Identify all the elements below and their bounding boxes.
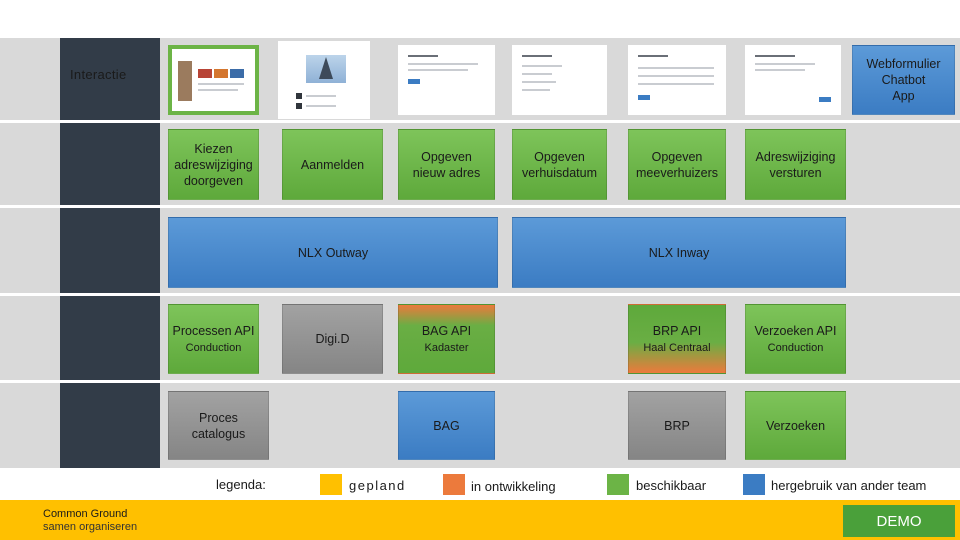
lane-header-interaction xyxy=(60,38,160,120)
thumb-line xyxy=(306,95,336,97)
thumb-line xyxy=(408,69,468,71)
api-provider: Kadaster xyxy=(424,342,469,354)
thumb-line xyxy=(755,63,815,65)
thumb-line xyxy=(198,83,244,85)
thumb-line xyxy=(522,65,562,67)
legend-label-in-development: in ontwikkeling xyxy=(471,479,556,494)
thumb-line xyxy=(638,67,714,69)
thumb-tile-red xyxy=(198,69,212,78)
legend-swatch-planned xyxy=(320,474,342,495)
footer-tagline: samen organiseren xyxy=(43,521,138,533)
footer-bar xyxy=(0,500,960,540)
nlx-inway: NLX Inway xyxy=(512,217,846,288)
thumb-tile-blue xyxy=(230,69,244,78)
screenshot-thumbnail-2 xyxy=(282,45,366,115)
thumb-row xyxy=(296,103,302,109)
api-provider: Conduction xyxy=(185,342,242,354)
thumb-tile-orange xyxy=(214,69,228,78)
api-title: BAG API xyxy=(421,324,472,338)
lane-header-sources xyxy=(60,383,160,468)
source-bag: BAG xyxy=(398,391,495,460)
process-aanmelden: Aanmelden xyxy=(282,129,383,200)
screenshot-thumbnail-6 xyxy=(745,45,841,115)
api-title: BRP API xyxy=(652,324,702,338)
thumb-row xyxy=(296,93,302,99)
thumb-line xyxy=(522,55,552,57)
legend-swatch-in-development xyxy=(443,474,465,495)
legend-label-available: beschikbaar xyxy=(636,478,707,493)
screenshot-thumbnail-1 xyxy=(168,45,259,115)
legend-title: legenda: xyxy=(216,477,266,492)
nlx-outway: NLX Outway xyxy=(168,217,498,288)
api-brp: BRP API Haal Centraal xyxy=(628,304,726,374)
lane-header-nlx xyxy=(60,208,160,293)
api-processen: Processen API Conduction xyxy=(168,304,259,374)
screenshot-thumbnail-3 xyxy=(398,45,495,115)
process-opgeven-verhuisdatum: Opgeven verhuisdatum xyxy=(512,129,607,200)
legend-swatch-reuse xyxy=(743,474,765,495)
api-bag: BAG API Kadaster xyxy=(398,304,495,374)
source-proces-catalogus: Proces catalogus xyxy=(168,391,269,460)
thumb-line xyxy=(638,75,714,77)
screenshot-thumbnail-5 xyxy=(628,45,726,115)
process-opgeven-nieuw-adres: Opgeven nieuw adres xyxy=(398,129,495,200)
api-title: Digi.D xyxy=(315,332,350,346)
source-verzoeken: Verzoeken xyxy=(745,391,846,460)
thumb-line xyxy=(522,81,556,83)
thumb-line xyxy=(306,105,336,107)
screenshot-thumbnail-4 xyxy=(512,45,607,115)
thumb-line xyxy=(198,89,238,91)
api-verzoeken: Verzoeken API Conduction xyxy=(745,304,846,374)
source-brp: BRP xyxy=(628,391,726,460)
thumb-line xyxy=(755,69,805,71)
api-provider: Haal Centraal xyxy=(643,342,711,354)
legend-label-reuse: hergebruik van ander team xyxy=(771,478,927,493)
lane-header-processes xyxy=(60,123,160,205)
legend-swatch-available xyxy=(607,474,629,495)
lane-header-apis xyxy=(60,296,160,380)
legend-label-planned: gepland xyxy=(349,478,406,493)
thumb-line xyxy=(638,83,714,85)
lane-title-interactie: Interactie xyxy=(70,67,127,82)
channels-label: Webformulier Chatbot App xyxy=(852,45,955,115)
process-adreswijziging-versturen: Adreswijziging versturen xyxy=(745,129,846,200)
demo-badge: DEMO xyxy=(843,505,955,537)
thumb-line xyxy=(522,73,552,75)
process-kiezen-adreswijziging: Kiezen adreswijziging doorgeven xyxy=(168,129,259,200)
thumb-line xyxy=(522,89,550,91)
thumb-button xyxy=(638,95,650,100)
thumb-line xyxy=(755,55,795,57)
thumb-line xyxy=(638,55,668,57)
thumb-button xyxy=(408,79,420,84)
process-opgeven-meeverhuizers: Opgeven meeverhuizers xyxy=(628,129,726,200)
thumb-button xyxy=(819,97,831,102)
footer-brand: Common Ground xyxy=(43,508,128,520)
thumb-photo xyxy=(178,61,192,101)
api-digid: Digi.D xyxy=(282,304,383,374)
api-title: Processen API xyxy=(172,324,255,338)
api-provider: Conduction xyxy=(767,342,824,354)
api-title: Verzoeken API xyxy=(754,324,837,338)
thumb-line xyxy=(408,63,478,65)
thumb-line xyxy=(408,55,438,57)
